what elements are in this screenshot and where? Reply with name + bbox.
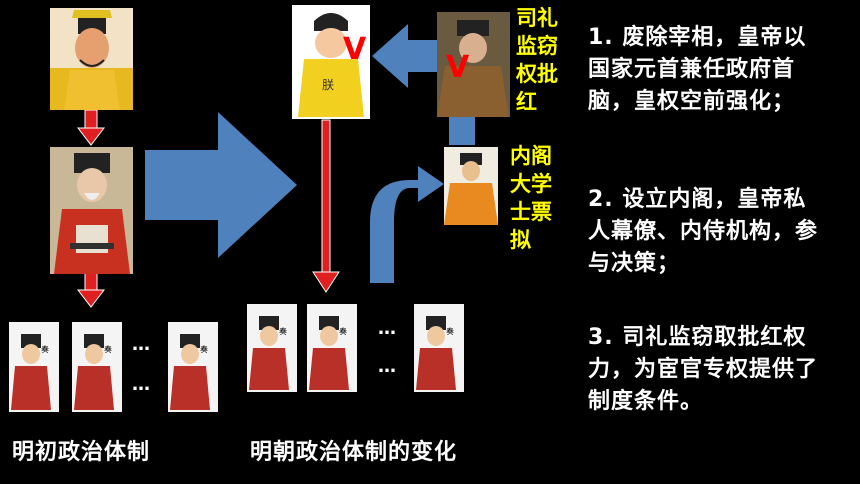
neige-label: 内阁大学士票拟 bbox=[510, 144, 552, 252]
red-arrow-2-shaft bbox=[84, 271, 98, 293]
ellipsis: … bbox=[378, 356, 397, 377]
red-arrow-1-head bbox=[76, 127, 106, 146]
svg-text:奏: 奏 bbox=[41, 344, 49, 354]
svg-text:朕: 朕 bbox=[322, 77, 334, 92]
official-portrait: 奏 bbox=[9, 322, 59, 412]
official-portrait: 奏 bbox=[72, 322, 122, 412]
silijian-label: 司礼监窃权批红 bbox=[516, 6, 558, 114]
check-mark: V bbox=[446, 50, 470, 85]
eunuch-portrait bbox=[437, 12, 510, 117]
eunuch-connector bbox=[449, 117, 475, 145]
svg-text:奏: 奏 bbox=[104, 344, 112, 354]
red-arrow-3-head bbox=[312, 271, 340, 293]
left-caption: 明初政治体制 bbox=[12, 440, 151, 465]
svg-text:奏: 奏 bbox=[446, 326, 454, 336]
official-portrait: 奏 bbox=[307, 304, 357, 392]
red-arrow-2-head bbox=[76, 289, 106, 308]
red-arrow-1-shaft bbox=[84, 109, 98, 131]
svg-text:奏: 奏 bbox=[200, 344, 208, 354]
ellipsis: … bbox=[132, 374, 151, 395]
ellipsis: … bbox=[378, 318, 397, 339]
ellipsis: … bbox=[132, 334, 151, 355]
eunuch-to-emperor-arrow bbox=[372, 24, 438, 88]
scholar-portrait bbox=[444, 147, 498, 225]
middle-caption: 明朝政治体制的变化 bbox=[250, 440, 458, 465]
point-3: 3. 司礼监窃取批红权力，为宦官专权提供了制度条件。 bbox=[588, 325, 819, 414]
red-arrow-3-shaft bbox=[321, 119, 331, 276]
point-2: 2. 设立内阁，皇帝私人幕僚、内侍机构，参与决策； bbox=[588, 187, 819, 276]
official-portrait: 奏 bbox=[414, 304, 464, 392]
svg-text:奏: 奏 bbox=[279, 326, 287, 336]
cartoon-emperor: 朕 bbox=[292, 5, 370, 119]
transition-arrow bbox=[145, 112, 297, 258]
official-portrait: 奏 bbox=[247, 304, 297, 392]
emperor-portrait bbox=[50, 8, 133, 110]
official-portrait: 奏 bbox=[168, 322, 218, 412]
check-mark: V bbox=[343, 32, 367, 67]
point-1: 1. 废除宰相，皇帝以国家元首兼任政府首脑，皇权空前强化； bbox=[588, 25, 807, 114]
cabinet-arrow bbox=[370, 166, 444, 283]
chancellor-portrait bbox=[50, 147, 133, 274]
svg-text:奏: 奏 bbox=[339, 326, 347, 336]
